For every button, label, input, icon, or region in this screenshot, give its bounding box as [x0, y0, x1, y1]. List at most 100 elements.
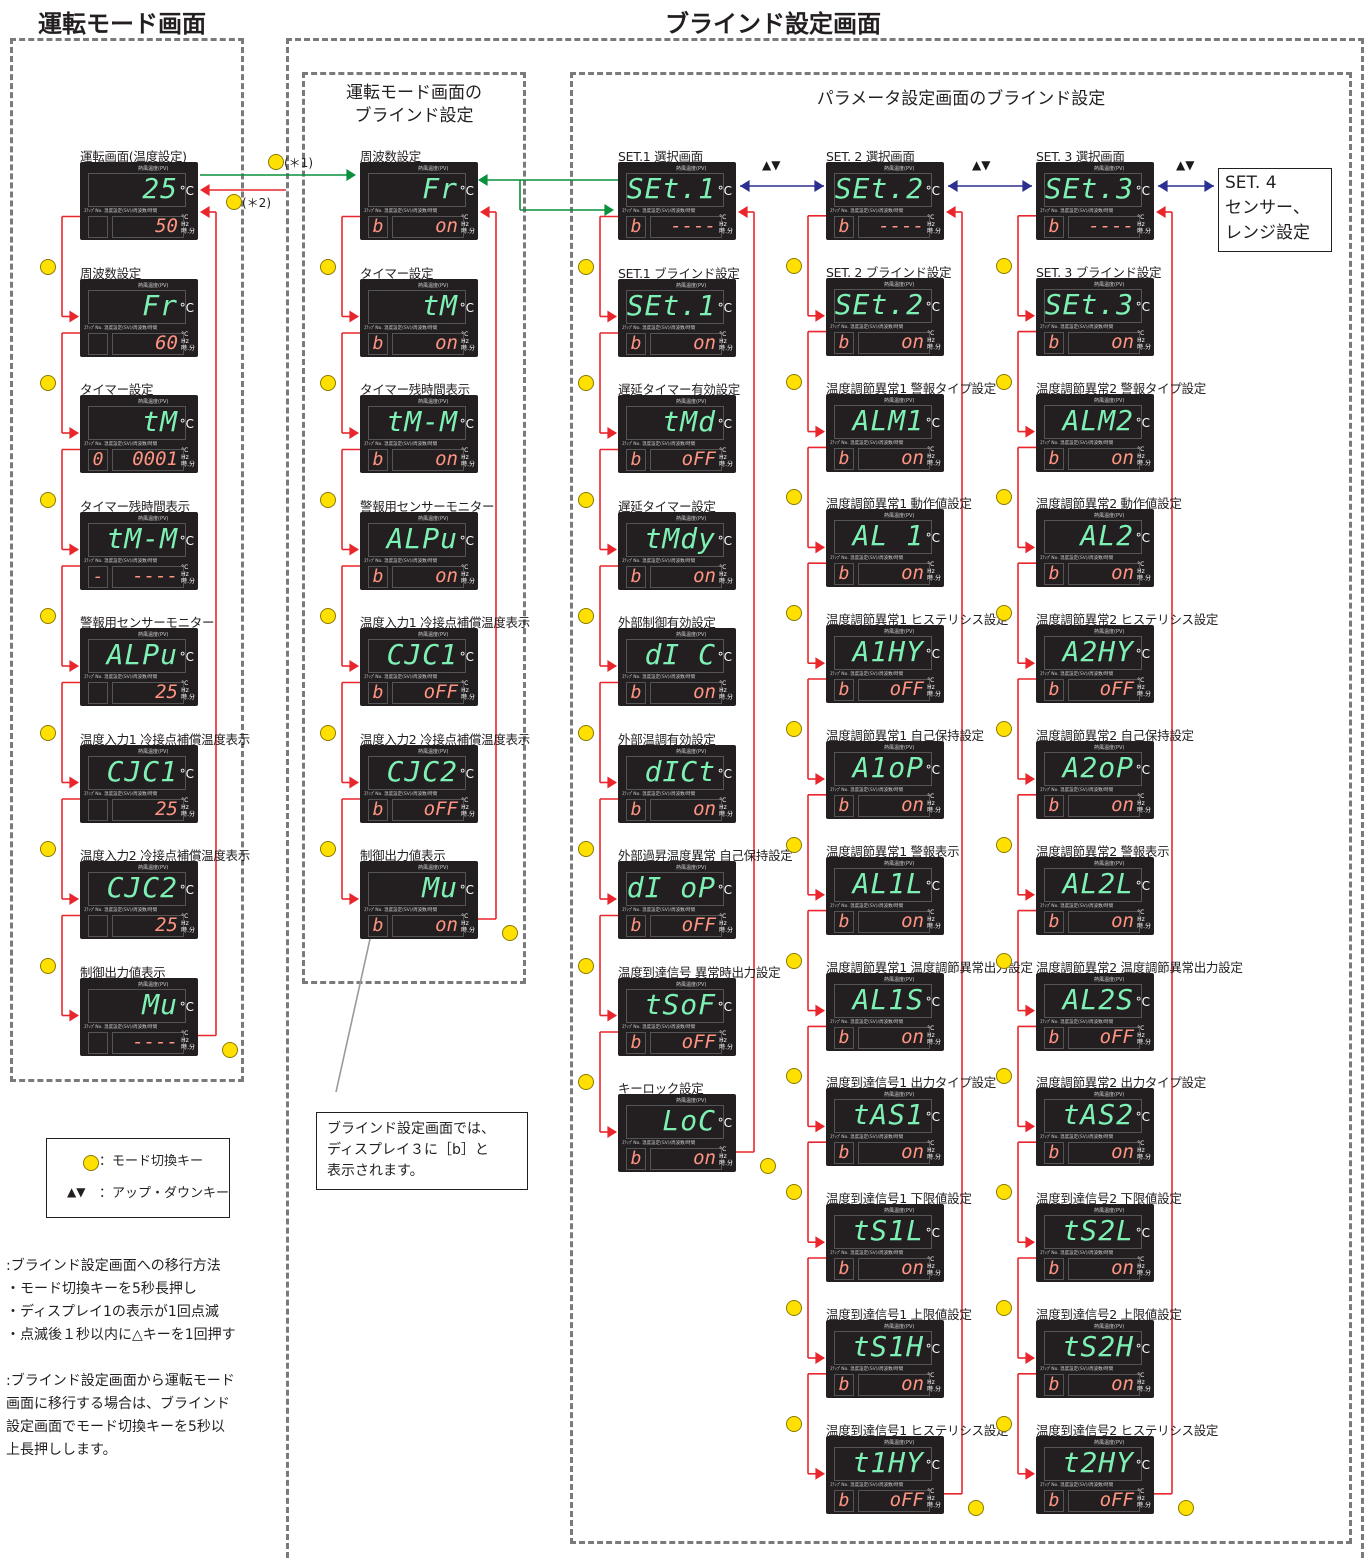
unit-celsius: °C — [925, 1226, 940, 1241]
sv-caption: ｽﾃｯﾌﾟNo. 温度設定(SV)/周波数/時間 — [830, 440, 904, 446]
pv-value: tS2H — [1062, 1330, 1134, 1363]
arrow-head-blue — [948, 180, 958, 192]
mode-key-icon — [226, 194, 242, 210]
pv-value: AL 1 — [852, 519, 924, 553]
pv-caption: 熱風温度(PV) — [138, 166, 169, 172]
pv-caption: 熱風温度(PV) — [1094, 1092, 1125, 1099]
units-list: °C Hz 時.分 — [927, 908, 941, 930]
pv-value: dI oP — [626, 871, 716, 904]
sv-window — [650, 1148, 722, 1170]
pv-window — [626, 755, 724, 790]
units-list: °C Hz 時.分 — [461, 796, 475, 818]
mode-key-icon — [996, 1068, 1012, 1085]
arrow-head-blue — [1022, 180, 1032, 192]
pv-caption: 熱風温度(PV) — [884, 745, 915, 751]
sv-caption: ｽﾃｯﾌﾟNo. 温度設定(SV)/周波数/時間 — [364, 209, 438, 214]
sv-value: on — [901, 1257, 924, 1280]
arrow-head-red — [1025, 309, 1035, 322]
pv-caption: 熱風温度(PV) — [138, 748, 169, 755]
sv-window — [1068, 1142, 1140, 1165]
arrow-head-red — [69, 310, 79, 323]
pv-value: tM — [422, 288, 458, 322]
units-list: °C Hz 時.分 — [927, 445, 941, 467]
unit-celsius: °C — [459, 417, 474, 431]
arrow-head-red — [815, 425, 825, 438]
frame-op-blind — [302, 72, 526, 984]
callout-text: ブラインド設定画面では、 ディスプレイ３に［b］と 表示されます。 — [327, 1121, 495, 1179]
screen-label: 制御出力値表示 — [80, 964, 166, 980]
pv-window — [834, 1215, 932, 1250]
arrow-head-red — [1025, 1120, 1035, 1133]
mode-key-icon — [786, 257, 802, 274]
screen-label: SET. 2 ブラインド設定 — [826, 264, 952, 280]
step-value — [88, 332, 108, 355]
sv-window — [858, 1489, 930, 1512]
mode-key-icon — [786, 489, 802, 506]
screen-label: 外部過昇温度異常 自己保持設定 — [618, 848, 793, 863]
subtitle-op-blind: 運転モード画面の ブラインド設定 — [346, 83, 482, 126]
pv-window — [368, 406, 466, 440]
pv-value: A1oP — [852, 751, 924, 784]
controller-display: 熱風温度(PV) A1oP °C ｽﾃｯﾌﾟNo. 温度設定(SV)/周波数/時… — [826, 741, 944, 819]
mode-key-icon — [578, 957, 594, 974]
pv-window — [88, 872, 186, 906]
mode-key-icon — [502, 925, 518, 941]
pv-window — [1044, 752, 1142, 786]
pv-window — [834, 288, 932, 323]
pv-value: A2oP — [1062, 751, 1134, 784]
star1-label: (＊1) — [284, 156, 313, 170]
sv-caption: ｽﾃｯﾌﾟNo. 温度設定(SV)/周波数/時間 — [622, 209, 696, 214]
step-value: b — [1044, 1026, 1064, 1049]
controller-display: 熱風温度(PV) SEt.1 °C ｽﾃｯﾌﾟNo. 温度設定(SV)/周波数/… — [618, 162, 736, 240]
arrow-head-red — [607, 1009, 617, 1022]
arrow-head-red — [738, 206, 748, 218]
pv-value: Fr — [422, 172, 458, 205]
mode-key-icon — [40, 491, 56, 508]
sv-window — [650, 682, 722, 704]
arrow-head-red — [815, 1467, 825, 1480]
units-list: °C Hz 時.分 — [1137, 1140, 1151, 1162]
sv-window — [858, 1374, 930, 1396]
sv-window — [1068, 1026, 1140, 1049]
pv-caption: 熱風温度(PV) — [676, 632, 707, 638]
pv-caption: 熱風温度(PV) — [138, 632, 169, 638]
step-value: b — [834, 1258, 854, 1281]
controller-display: 熱風温度(PV) CJC2 °C ｽﾃｯﾌﾟNo. 温度設定(SV)/周波数/時… — [80, 861, 198, 939]
controller-display: 熱風温度(PV) 25 °C ｽﾃｯﾌﾟNo. 温度設定(SV)/周波数/時間 … — [80, 162, 198, 240]
unit-celsius: °C — [1135, 1226, 1150, 1241]
pv-window — [368, 755, 466, 790]
pv-caption: 熱風温度(PV) — [884, 976, 915, 983]
sv-value: oFF — [889, 678, 924, 701]
sv-caption: ｽﾃｯﾌﾟNo. 温度設定(SV)/周波数/時間 — [1040, 1135, 1114, 1141]
pv-caption: 熱風温度(PV) — [418, 865, 449, 871]
sv-value: on — [435, 331, 458, 354]
mode-key-icon — [786, 721, 802, 737]
step-value: b — [626, 1148, 646, 1170]
step-value: b — [1044, 679, 1064, 702]
sv-value: on — [693, 331, 716, 354]
controller-display: 熱風温度(PV) AL2 °C ｽﾃｯﾌﾟNo. 温度設定(SV)/周波数/時間… — [1036, 509, 1154, 588]
screen-label: キーロック設定 — [618, 1081, 704, 1096]
pv-window — [88, 289, 186, 324]
unit-celsius: °C — [925, 878, 940, 893]
sv-window — [858, 1026, 930, 1049]
mode-key-icon — [320, 375, 336, 391]
screen-label: 温度到達信号1 上限値設定 — [826, 1307, 972, 1322]
note-line: 画面に移行する場合は、ブラインド — [6, 1396, 230, 1412]
unit-celsius: °C — [717, 650, 732, 664]
sv-value: oFF — [1099, 1025, 1134, 1048]
sv-window — [650, 565, 722, 588]
pv-window — [834, 1331, 932, 1365]
arrow-head-red — [1025, 888, 1035, 901]
unit-celsius: °C — [925, 1110, 940, 1125]
arrow-head-red — [607, 543, 617, 556]
units-list: °C Hz 時.分 — [719, 447, 733, 468]
pv-value: AL2L — [1062, 866, 1134, 900]
step-value: b — [834, 679, 854, 702]
units-list: °C Hz 時.分 — [181, 214, 195, 235]
sv-window — [392, 565, 464, 588]
pv-value: tAS2 — [1062, 1098, 1134, 1132]
pv-caption: 熱風温度(PV) — [418, 399, 449, 405]
pv-caption: 熱風温度(PV) — [884, 1439, 915, 1446]
pv-window — [626, 522, 724, 557]
